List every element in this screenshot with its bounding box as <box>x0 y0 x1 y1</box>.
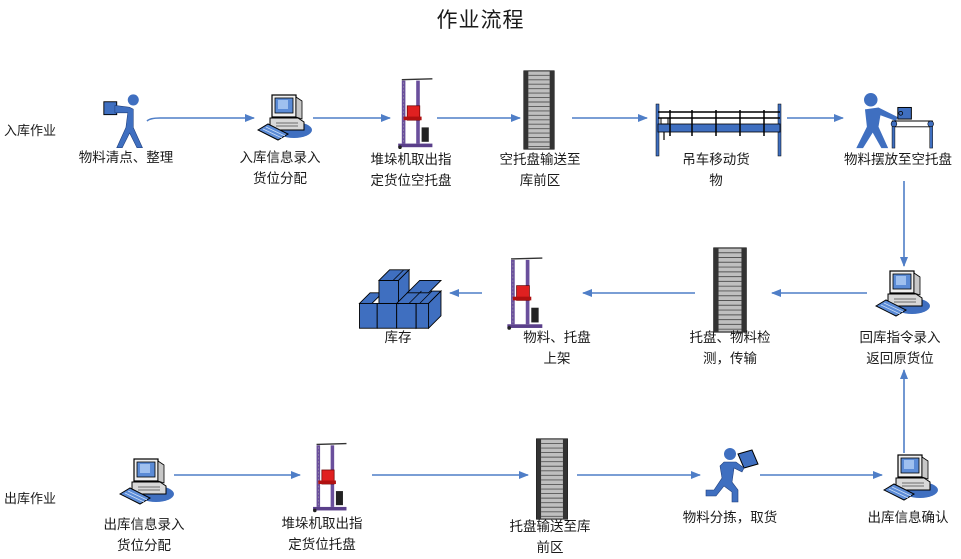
stacker-crane-icon <box>500 254 546 332</box>
step-label: 托盘、物料检测，传输 <box>689 330 771 367</box>
worker-carrying-icon <box>102 94 148 150</box>
diagram-title: 作业流程 <box>436 8 525 32</box>
step-label: 出库信息确认 <box>867 510 949 526</box>
stacker-crane-icon <box>391 76 436 150</box>
computer-icon <box>880 452 940 502</box>
inbound-row-label: 入库作业 <box>4 124 57 139</box>
step-label: 物料、托盘上架 <box>523 330 591 367</box>
step-label: 物料分拣，取货 <box>682 510 778 526</box>
arrow-in-1 <box>146 114 255 122</box>
step-label: 物料摆放至空托盘 <box>844 152 952 168</box>
computer-icon <box>872 268 932 318</box>
step-label: 吊车移动货物 <box>682 152 750 189</box>
step-label: 物料清点、整理 <box>78 150 174 166</box>
computer-icon <box>116 456 176 506</box>
step-label: 回库指令录入返回原货位 <box>859 330 941 367</box>
step-label: 出库信息录入货位分配 <box>103 517 185 554</box>
outbound-row-label: 出库作业 <box>4 492 57 507</box>
worker-conveyor-icon <box>848 92 938 150</box>
step-label: 托盘输送至库前区 <box>509 519 591 556</box>
step-label: 堆垛机取出指定货位空托盘 <box>370 152 452 189</box>
stacker-crane-icon <box>306 440 350 514</box>
conveyor-icon <box>533 438 571 520</box>
step-label: 空托盘输送至库前区 <box>499 152 581 189</box>
conveyor-icon <box>522 70 556 150</box>
step-label: 堆垛机取出指定货位托盘 <box>281 516 363 553</box>
inventory-boxes-icon <box>352 268 452 330</box>
worker-picking-icon <box>702 448 762 504</box>
conveyor-icon <box>712 247 748 333</box>
step-label: 库存 <box>384 330 412 346</box>
step-label: 入库信息录入货位分配 <box>239 150 321 187</box>
computer-icon <box>254 92 314 142</box>
